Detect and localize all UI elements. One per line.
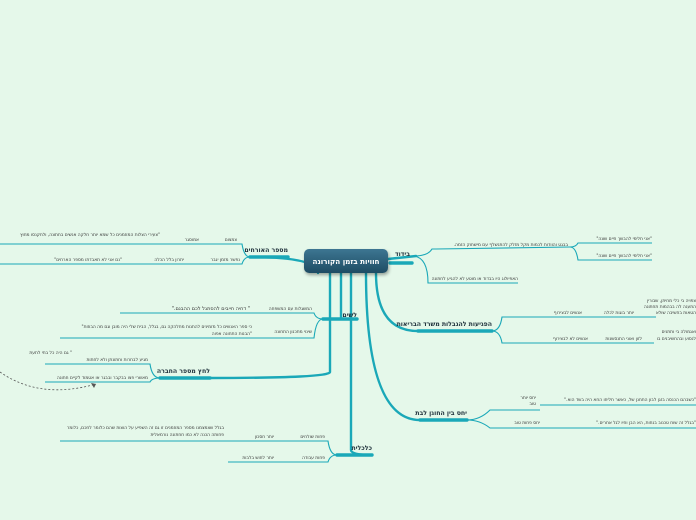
lashem-text2a[interactable]: כי ספר האנשים כל מזמינים להתנות מחלהקה ג…	[81, 325, 252, 330]
branch-mispar[interactable]: מספר האורחים	[244, 247, 288, 254]
lhatz-line1[interactable]: מגיע לבחרות וחתונתן ולא לחתות	[86, 358, 148, 363]
connector-lhatz	[208, 271, 332, 380]
klalit-r1quote2[interactable]: פחותה הכנה לא כמו חחתונה נורמאלית	[150, 433, 224, 438]
pgiot-row1c-3[interactable]: הטאות בחשיבה שולא	[655, 311, 696, 316]
connector-klalit	[349, 271, 374, 457]
connector-yahas	[364, 271, 422, 422]
pgiot-row2c-1[interactable]: ואגמולה בי ותתנים	[661, 330, 696, 335]
yahas-quote1[interactable]: "כשבהם הכנסה בזגן לבון התחנן של, כאשר חל…	[564, 398, 696, 403]
klalit-r1quote[interactable]: בגלל שצמצמנו מספר המוזמנים זו גם זה השפי…	[66, 426, 224, 431]
mispar-r1c[interactable]: "צעירי הצלות המוזמנים כל שמא יותר חלקה א…	[20, 233, 160, 238]
mispar-r1a[interactable]: צמצום	[224, 238, 237, 243]
pgiot-row1c-2[interactable]: התענה לה בבהמות תחתונה	[643, 305, 696, 310]
pgiot-row2c-2[interactable]: לנסוע ובהחשיבנים בו	[656, 337, 696, 342]
klalit-r1b[interactable]: יותר חסכון	[254, 435, 274, 440]
lhatz-line2[interactable]: מאשרי פצו בבקבר ובבגר או אטמוד לקיים חתו…	[56, 376, 148, 381]
branch-pgiot[interactable]: הפגיעות להגבלות משרד הבריאות	[396, 321, 492, 328]
lashem-item1[interactable]: המשגלות עם המשפחה	[268, 307, 312, 312]
pgiot-row1c-1[interactable]: צפויה בי כלי מחיתן, שבורין	[646, 299, 696, 304]
klalit-r2b[interactable]: יותר לחוש בלבות	[242, 456, 274, 461]
dashed-relation-arrowhead	[91, 383, 96, 388]
bidud-quote-1[interactable]: "אני חלימי להבשך חיים שונה"	[596, 237, 652, 242]
bidud-quote-2[interactable]: "אני חלימי להבשך חיים שונה"	[596, 254, 652, 259]
dashed-relation-line	[0, 371, 97, 391]
central-topic[interactable]: חוויות בזמן הקורונה	[304, 249, 388, 273]
branch-lhatz[interactable]: לחץ מספר החברה	[156, 368, 210, 375]
lashem-quote1[interactable]: " דחיה חייבים להסתגל לכם ההבנם."	[171, 306, 250, 312]
mispar-r2c[interactable]: "נם אני לא תאבדתו מספר הארחים"	[54, 258, 122, 263]
klalit-r1a[interactable]: פחות שולחים	[300, 435, 325, 440]
connector-pgiot	[374, 271, 420, 333]
lashem-item2[interactable]: שינוי מתכנון התחונה	[274, 330, 312, 335]
yahas-quote2[interactable]: "בגלל זה שוח טכנוב בנחות, הא הבן וחיו לג…	[596, 421, 696, 426]
branch-bidud[interactable]: בידוד	[395, 251, 410, 258]
mispar-r2b[interactable]: יתרון בלל הכלה	[154, 258, 184, 263]
connector-bidud	[386, 254, 418, 261]
branch-klalit[interactable]: כלכלית	[351, 445, 372, 452]
yahas-label2[interactable]: יחס פחות טוב	[514, 421, 540, 426]
yahas-label1b[interactable]: טוב	[529, 402, 536, 407]
mispar-r1b[interactable]: אמוסגר	[184, 238, 199, 243]
branch-lashem[interactable]: לשים	[342, 312, 357, 319]
pgiot-row1b[interactable]: יותר בוגות לכלה	[603, 311, 634, 316]
pgiot-row2b[interactable]: לזון ואוני התנסשנות	[605, 337, 642, 342]
pgiot-row2[interactable]: אנשים לא לבצירוף	[552, 337, 588, 342]
bidud-sentence[interactable]: בבגט והוודות לכמות מקל מזלק להתנשלף עם מ…	[453, 243, 568, 248]
yahas-label1[interactable]: יחס יותר	[520, 396, 536, 401]
lhatz-quote1[interactable]: " גם היה כל בתי לתעת	[29, 351, 72, 356]
mispar-r2a[interactable]: נפשר מזמן יגבר	[210, 258, 240, 263]
pgiot-row1[interactable]: אנשים לבצירוף	[553, 311, 582, 316]
klalit-r2a[interactable]: פחות עבודה	[302, 456, 325, 461]
lashem-text2b[interactable]: "הבנות התחונה אפוה	[211, 332, 252, 337]
branch-yahas[interactable]: יחס בין החוגן לבת	[415, 410, 467, 417]
bidud-note[interactable]: האפיולוג היו בבדוד או מוטע לא להגיע לחתו…	[431, 277, 518, 282]
